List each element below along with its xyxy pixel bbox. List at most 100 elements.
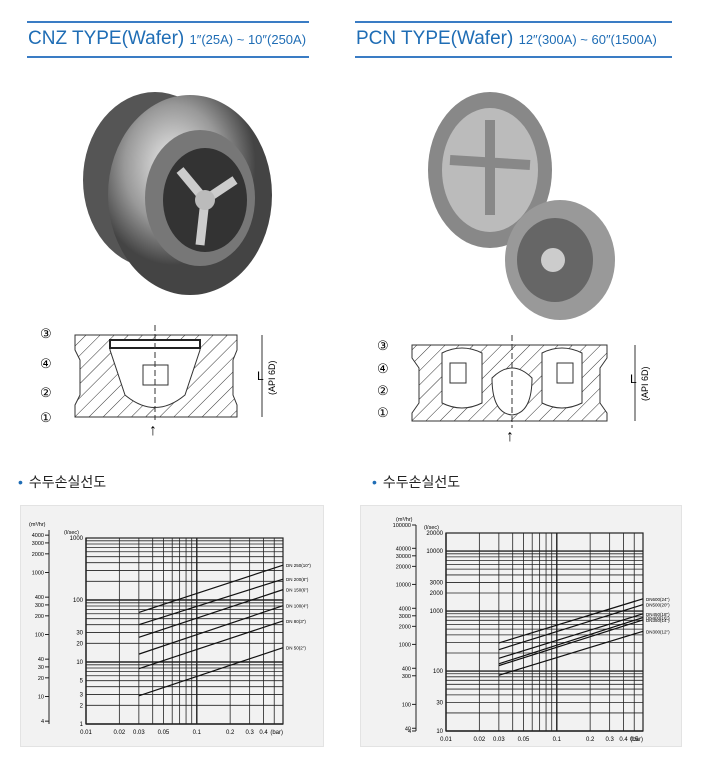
series-label: DN 150(6") (286, 588, 309, 593)
series-line (138, 589, 284, 638)
y2-tick-label: 3000 (32, 541, 44, 547)
callout-1: ① (377, 405, 389, 420)
cnz-section-diagram: L (API 6D) ③ ④ ② ① ↑ (40, 325, 277, 439)
callout-2: ② (40, 385, 52, 400)
y-tick-label: 10000 (426, 549, 443, 555)
y2-tick-label: 40000 (396, 546, 411, 552)
callout-3: ③ (377, 338, 389, 353)
y2-tick-label: 1000 (399, 642, 411, 648)
y2-tick-label: 40 (38, 657, 44, 663)
series-line (498, 598, 644, 644)
y2-tick-label: 4 (41, 719, 44, 725)
y2-tick-label: 30 (38, 665, 44, 671)
series-label: DN350(14") (646, 618, 670, 623)
callout-1: ① (40, 410, 52, 425)
x-tick-label: 0.05 (518, 737, 530, 743)
y2-tick-label: 10000 (396, 582, 411, 588)
dim-note: (API 6D) (640, 366, 650, 401)
y-tick-label: 3 (80, 692, 84, 698)
y-tick-label: 10 (436, 729, 443, 735)
plot-frame (85, 537, 284, 725)
x-tick-label: 0.3 (245, 730, 254, 736)
y2-tick-label: 4 (408, 729, 411, 735)
y2-tick-label: 30000 (396, 554, 411, 560)
y-tick-label: 20 (76, 641, 83, 647)
series-label: DN300(12") (646, 629, 670, 634)
series-line (498, 604, 644, 651)
x-tick-label: 0.1 (553, 737, 562, 743)
callout-2: ② (377, 383, 389, 398)
y2-tick-label: 1000 (32, 570, 44, 576)
y2-tick-label: 300 (35, 603, 44, 609)
series-label: DN500(20") (646, 603, 670, 608)
x-tick-label: 0.01 (440, 737, 452, 743)
cnz-chart-heading: •수두손실선도 (18, 474, 107, 490)
y2-tick-label: 4000 (32, 533, 44, 539)
callout-4: ④ (40, 356, 52, 371)
title-rule-top (355, 21, 672, 23)
x-axis-label: (bar) (270, 730, 283, 736)
callout-3: ③ (40, 326, 52, 341)
x-tick-label: 0.03 (493, 737, 505, 743)
series-label: DN 100(4") (286, 604, 309, 609)
y2-tick-label: 10 (38, 694, 44, 700)
title-rule-bottom (27, 56, 309, 58)
pcn-chart-heading: •수두손실선도 (372, 474, 461, 490)
series-label: DN450(18") (646, 612, 670, 617)
y2-tick-label: 100000 (393, 523, 411, 529)
series-label: DN 200(8") (286, 577, 309, 582)
y2-tick-label: 3000 (399, 614, 411, 620)
series-line (498, 613, 644, 659)
x-tick-label: 0.1 (193, 730, 202, 736)
y2-tick-label: 300 (402, 674, 411, 680)
series-label: DN400(16") (646, 616, 670, 621)
series-line (138, 647, 284, 697)
flow-arrow-icon: ↑ (149, 422, 157, 439)
x-tick-label: 0.05 (158, 730, 170, 736)
series-line (138, 620, 284, 670)
title-rule-top (27, 21, 309, 23)
x-tick-label: 0.2 (586, 737, 595, 743)
y-tick-label: 3000 (430, 580, 444, 586)
y2-tick-label: 20000 (396, 564, 411, 570)
y2-axis-label: (m³/hr) (396, 517, 413, 523)
y-tick-label: 1 (80, 722, 84, 728)
series-label: DN600(24") (646, 597, 670, 602)
dim-label: L (257, 369, 264, 383)
pcn-section-diagram: L (API 6D) ③ ④ ② ① ↑ (377, 335, 650, 445)
y2-axis-label: (m³/hr) (29, 522, 46, 528)
y-tick-label: 2000 (430, 591, 444, 597)
pcn-valve-photo (428, 92, 615, 320)
x-tick-label: 0.5 (630, 737, 639, 743)
series-line (138, 605, 284, 655)
y-tick-label: 30 (76, 630, 83, 636)
series-line (138, 578, 284, 626)
y2-tick-label: 2000 (399, 624, 411, 630)
x-tick-label: 0.4 (259, 730, 268, 736)
x-tick-label: 0.2 (226, 730, 235, 736)
y2-tick-label: 400 (402, 666, 411, 672)
series-label: DN 250(10") (286, 563, 311, 568)
y2-tick-label: 2000 (32, 552, 44, 558)
x-tick-label: 0.02 (474, 737, 486, 743)
y-axis-label: (l/sec) (424, 525, 439, 531)
series-line (138, 564, 284, 614)
y-tick-label: 20000 (426, 531, 443, 537)
x-tick-label: 0.01 (80, 730, 92, 736)
plot-frame (445, 532, 644, 732)
x-tick-label: 0.03 (133, 730, 145, 736)
y-tick-label: 100 (73, 598, 84, 604)
y2-tick-label: 4000 (399, 606, 411, 612)
series-label: DN 80(3") (286, 619, 306, 624)
y-tick-label: 1000 (70, 536, 84, 542)
callout-4: ④ (377, 361, 389, 376)
series-line (498, 619, 644, 667)
series-line (498, 616, 644, 665)
y-axis-label: (l/sec) (64, 530, 79, 536)
cnz-title: CNZ TYPE(Wafer) 1″(25A) ~ 10″(250A) (28, 28, 307, 49)
x-tick-label: 0.3 (605, 737, 614, 743)
y2-tick-label: 100 (35, 632, 44, 638)
series-line (498, 630, 644, 676)
title-rule-bottom (355, 56, 672, 58)
